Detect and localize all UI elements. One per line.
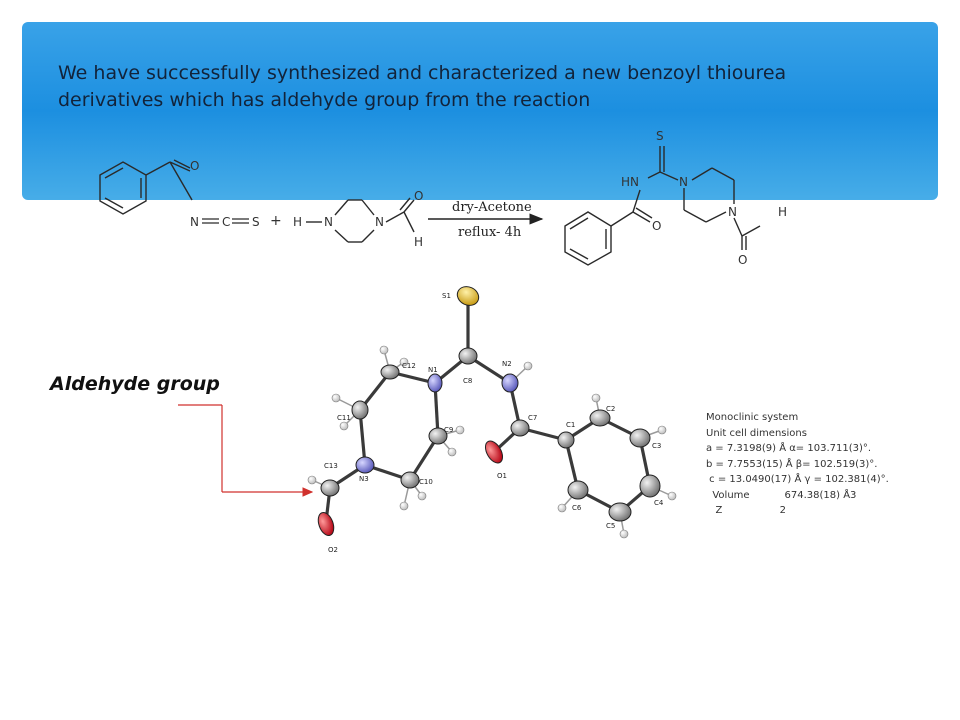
unit-cell-volume: Volume 674.38(18) Å3: [706, 489, 857, 501]
atom-label-h: H: [778, 205, 787, 219]
atom-label-n2: N: [728, 205, 737, 219]
headline-text: We have successfully synthesized and cha…: [58, 60, 888, 114]
atom-n1: [427, 373, 443, 393]
atom-label-n1: N: [679, 175, 688, 189]
atom-c11: [351, 400, 369, 420]
crystal-atom-labels: S1 C8 N1 N2 C12 C11 C9 C7 C1 C2 C3 C4 C5…: [324, 292, 664, 554]
label-c6: C6: [572, 504, 582, 512]
unit-cell-z: Z 2: [706, 505, 786, 516]
reaction-condition-time: reflux- 4h: [458, 225, 522, 240]
atom-label-s: S: [656, 129, 664, 143]
atom-label-hn: HN: [621, 175, 639, 189]
label-c11: C11: [337, 414, 351, 422]
label-c3: C3: [652, 442, 661, 450]
unit-cell-c: c = 13.0490(17) Å γ = 102.381(4)°.: [706, 474, 889, 485]
label-c9: C9: [444, 426, 453, 434]
atom-label-o-aldehyde: O: [738, 253, 747, 267]
atom-c13: [320, 479, 340, 497]
atom-label-c: C: [222, 215, 230, 229]
label-c12: C12: [402, 362, 416, 370]
aldehyde-callout-arrow: [178, 404, 314, 497]
unit-cell-b: b = 7.7553(15) Å β= 102.519(3)°.: [706, 458, 878, 470]
atom-label-o: O: [190, 159, 199, 173]
headline-line-2: derivatives which has aldehyde group fro…: [58, 89, 591, 111]
label-n1: N1: [428, 366, 438, 374]
reactant-1-atom-labels: O N C S: [190, 159, 260, 229]
headline-line-1: We have successfully synthesized and cha…: [58, 62, 787, 84]
atom-c3: [629, 428, 651, 448]
atom-c1: [557, 431, 575, 449]
atom-c5: [608, 502, 632, 522]
label-s1: S1: [442, 292, 451, 300]
atom-label-h: H: [414, 235, 423, 249]
atom-label-o: O: [414, 189, 423, 203]
crystal-structure: S1 C8 N1 N2 C12 C11 C9 C7 C1 C2 C3 C4 C5…: [307, 286, 677, 554]
label-n3: N3: [359, 475, 369, 483]
label-n2: N2: [502, 360, 512, 368]
unit-cell-title: Unit cell dimensions: [706, 427, 807, 439]
crystal-hydrogen-atoms: [307, 345, 677, 539]
label-o2: O2: [328, 546, 338, 554]
unit-cell-a: a = 7.3198(9) Å α= 103.711(3)°.: [706, 443, 872, 454]
atom-c8: [458, 347, 478, 365]
atom-c4: [639, 474, 661, 498]
atom-label-n2: N: [375, 215, 384, 229]
label-o1: O1: [497, 472, 507, 480]
atom-label-n1: N: [324, 215, 333, 229]
crystal-system: Monoclinic system: [706, 412, 799, 423]
crystal-heavy-atoms: [317, 286, 661, 537]
label-c8: C8: [463, 377, 472, 385]
unit-cell-data: Monoclinic system Unit cell dimensions a…: [706, 410, 889, 519]
atom-s1: [456, 286, 480, 306]
atom-label-o-amide: O: [652, 219, 661, 233]
atom-label-h-left: H: [293, 215, 302, 229]
label-c5: C5: [606, 522, 615, 530]
atom-c12: [380, 364, 400, 380]
label-c4: C4: [654, 499, 664, 507]
isothiocyanate-bonds: [202, 218, 249, 224]
atom-label-s: S: [252, 215, 260, 229]
plus-sign: +: [270, 213, 282, 229]
aldehyde-group-label: Aldehyde group: [50, 373, 220, 395]
atom-c6: [567, 480, 589, 500]
atom-c9: [428, 427, 448, 445]
reactant-piperazine-carbaldehyde: [306, 197, 415, 243]
reactant-2-atom-labels: H N N O H: [293, 189, 423, 249]
label-c1: C1: [566, 421, 575, 429]
atom-label-n: N: [190, 215, 199, 229]
atom-n3: [355, 456, 375, 474]
atom-o1: [484, 440, 504, 464]
reaction-condition-solvent: dry-Acetone: [452, 200, 532, 215]
atom-c2: [589, 409, 611, 427]
product-structure: [564, 146, 761, 266]
atom-c7: [510, 419, 530, 437]
atom-o2: [317, 511, 335, 537]
benzene-ring-product: [564, 211, 612, 266]
label-c7: C7: [528, 414, 537, 422]
label-c13: C13: [324, 462, 338, 470]
product-atom-labels: S HN N O N H O: [621, 129, 787, 267]
atom-n2: [501, 373, 519, 393]
benzene-ring-1: [99, 161, 147, 215]
reactant-benzoyl-isothiocyanate: [99, 159, 193, 215]
atom-c10: [400, 471, 420, 489]
label-c10: C10: [419, 478, 433, 486]
label-c2: C2: [606, 405, 615, 413]
